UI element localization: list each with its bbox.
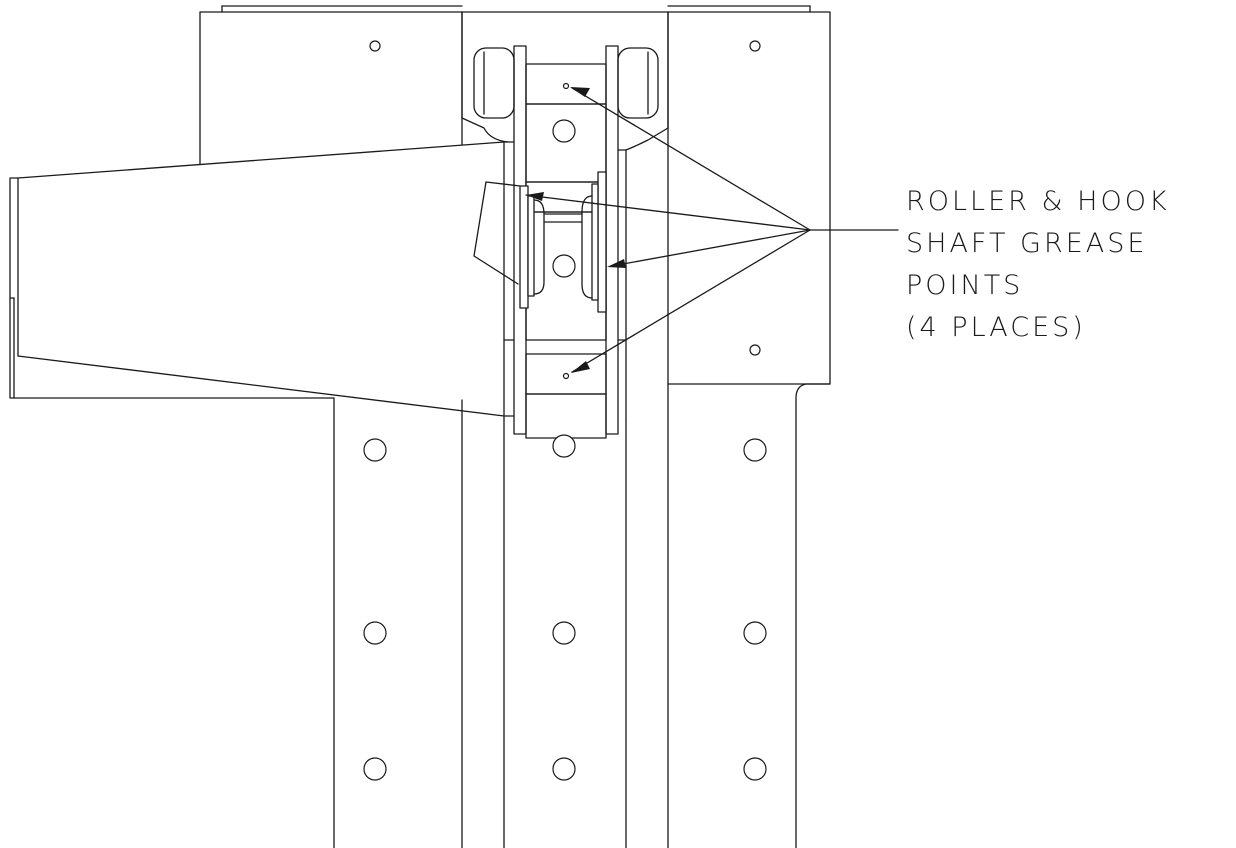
arrowhead xyxy=(571,361,590,373)
grease-fitting xyxy=(562,82,570,90)
right-upper-plate xyxy=(667,5,831,385)
callout-line-3: POINTS xyxy=(906,270,1023,301)
right-hook-roller xyxy=(581,171,607,313)
hook-outline xyxy=(473,181,521,285)
hole xyxy=(552,434,576,458)
arrowhead xyxy=(526,192,544,201)
hole xyxy=(749,40,761,52)
callout-line-2: SHAFT GREASE xyxy=(906,228,1147,259)
left-hook-roller xyxy=(519,185,545,309)
hole xyxy=(552,119,576,143)
arrowhead xyxy=(607,259,626,268)
leader-line xyxy=(525,194,811,231)
grease-fitting xyxy=(562,372,570,380)
center-upper-channel xyxy=(461,11,669,151)
right-mast-rail xyxy=(667,383,831,848)
leader-line xyxy=(571,229,811,373)
hole xyxy=(552,757,576,781)
center-mast-rail xyxy=(503,419,627,848)
left-mast-rail xyxy=(333,397,463,848)
hole xyxy=(363,621,387,645)
hole xyxy=(552,621,576,645)
left-upper-plate xyxy=(199,5,463,171)
callout-line-4: (4 PLACES) xyxy=(906,312,1086,343)
hole xyxy=(743,621,767,645)
top-left-roller xyxy=(473,47,515,119)
leader-line xyxy=(611,229,811,267)
tapered-boom xyxy=(9,141,505,417)
top-right-roller xyxy=(617,47,659,119)
hole xyxy=(369,40,381,52)
callout-line-1: ROLLER & HOOK xyxy=(906,186,1170,217)
grease-fittings xyxy=(562,82,570,380)
hole xyxy=(552,254,576,278)
callout-label: ROLLER & HOOK SHAFT GREASE POINTS (4 PLA… xyxy=(906,186,1170,343)
arrowhead xyxy=(570,87,590,97)
hole xyxy=(743,757,767,781)
hole xyxy=(749,344,761,356)
callout-leaders xyxy=(525,87,899,373)
mounting-holes xyxy=(363,40,767,781)
hole xyxy=(743,438,767,462)
leader-line xyxy=(571,87,811,231)
right-carriage-plate xyxy=(605,45,619,435)
hook-shaft xyxy=(543,213,583,223)
hole xyxy=(363,438,387,462)
hole xyxy=(363,757,387,781)
